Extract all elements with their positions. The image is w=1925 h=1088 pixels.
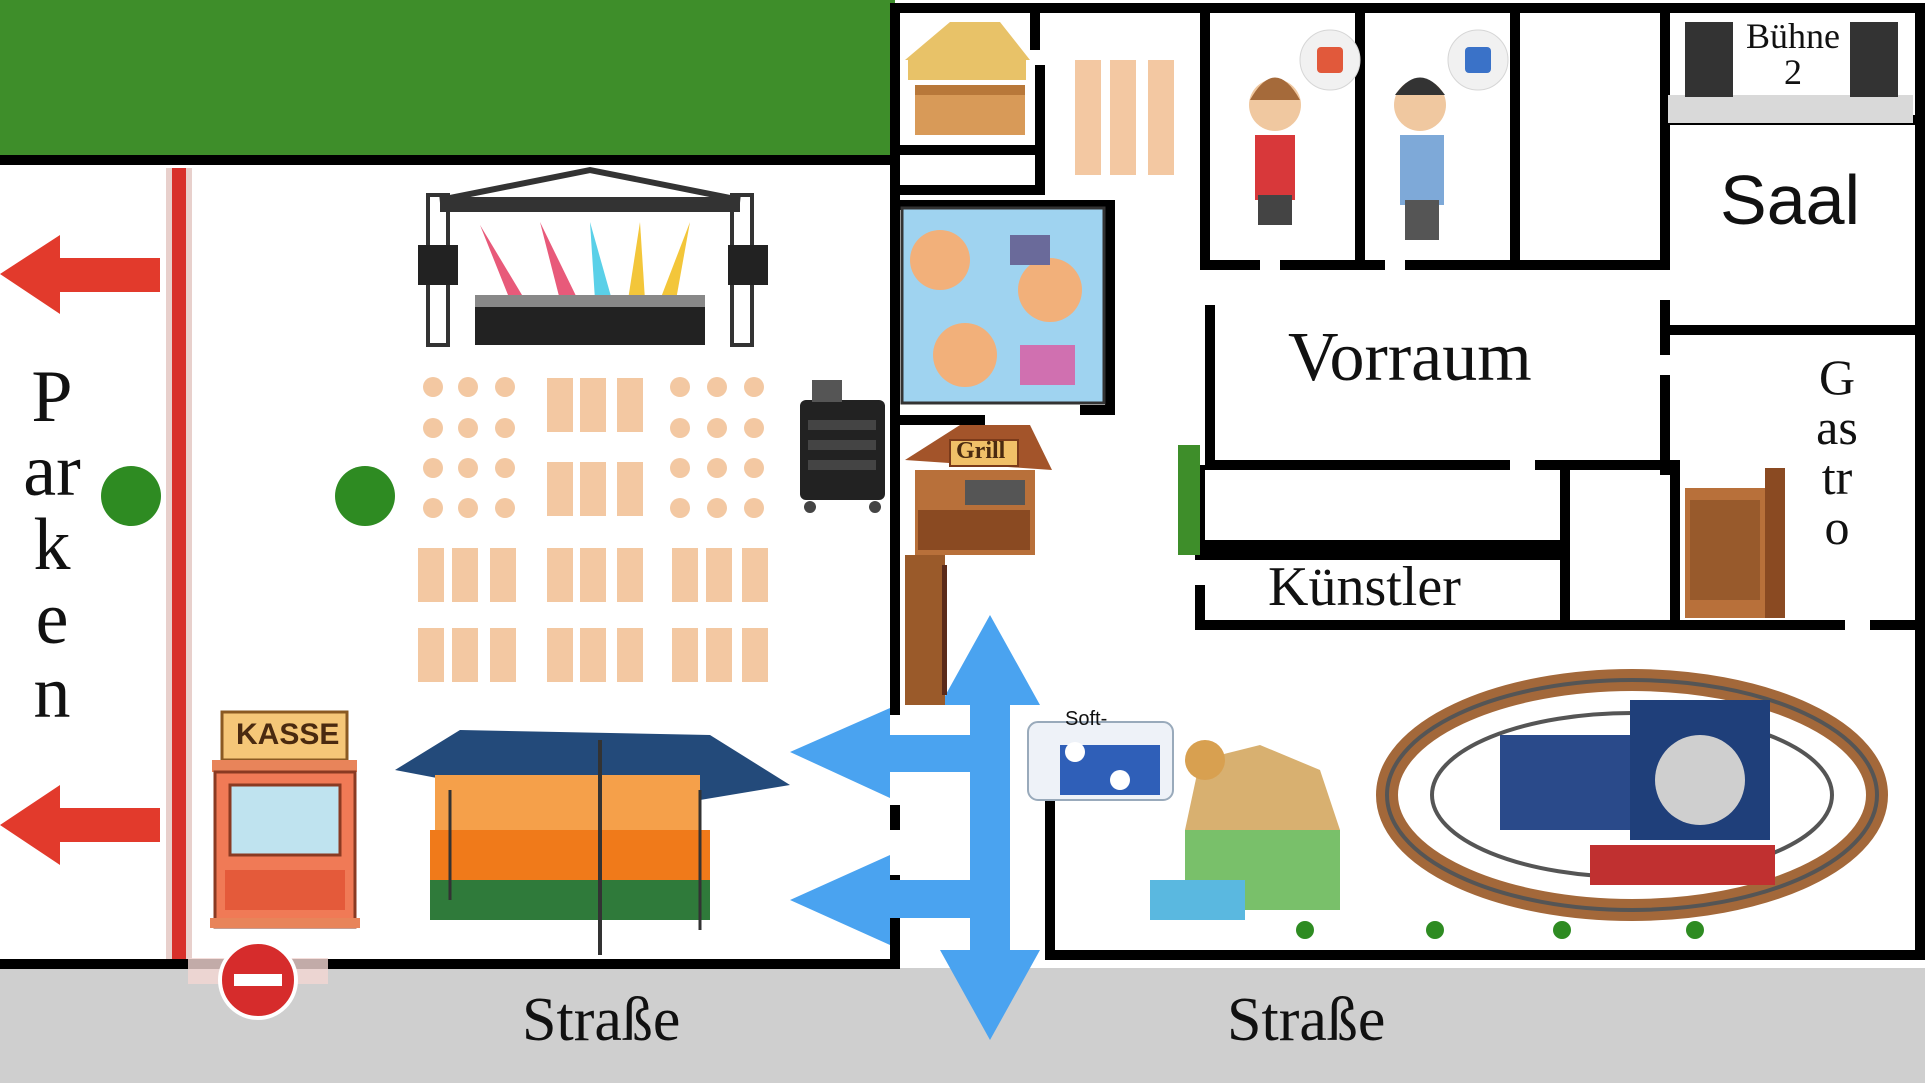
seating-round-right — [670, 377, 764, 518]
parking-lane-line-center — [172, 168, 186, 968]
stage2-label: Bühne 2 — [1733, 18, 1853, 90]
dj-mixer-icon — [800, 380, 885, 513]
men-restroom-icon — [1394, 29, 1509, 240]
grill-stand-icon — [905, 425, 1052, 555]
seating-round-left — [423, 377, 515, 518]
room-label-gastro: Gastro — [1816, 349, 1858, 555]
stage-icon — [418, 166, 768, 347]
face-paint-icon — [900, 206, 1106, 405]
food-trailer-icon — [395, 730, 790, 955]
grass-area — [0, 0, 895, 158]
toy-train-icon — [1376, 669, 1888, 921]
bar-shelf-icon — [905, 555, 947, 705]
softplay-icon — [1027, 721, 1174, 801]
street-label-left: Straße — [522, 986, 681, 1054]
door-marker-green — [1178, 445, 1200, 555]
gastro-bar-shelf-icon — [1685, 468, 1785, 618]
grill-label: Grill — [956, 438, 1006, 464]
stage2-title: Bühne — [1746, 16, 1840, 56]
stage2-icon — [1668, 22, 1913, 123]
green-point-markers — [101, 466, 1704, 939]
seating-benches — [418, 60, 1174, 682]
bouncy-castle-icon — [1150, 740, 1340, 920]
softplay-label: Soft- — [1065, 708, 1108, 730]
guidance-arrows — [790, 615, 1040, 1040]
parking-arrow-bottom — [0, 785, 160, 865]
parking-arrow-top — [0, 235, 160, 314]
room-label-saal: Saal — [1720, 161, 1861, 239]
women-restroom-icon — [1249, 29, 1361, 225]
cash-booth-label: KASSE — [236, 718, 340, 751]
stage2-number: 2 — [1784, 52, 1802, 92]
room-label-vorraum: Vorraum — [1288, 319, 1532, 396]
parking-label: Parken — [23, 356, 81, 734]
room-label-kuenstler: Künstler — [1268, 556, 1461, 618]
tiki-bar-icon — [905, 22, 1030, 135]
street-label-right: Straße — [1227, 986, 1386, 1054]
cash-booth-icon — [210, 710, 360, 929]
no-entry-sign-icon — [188, 940, 328, 1020]
